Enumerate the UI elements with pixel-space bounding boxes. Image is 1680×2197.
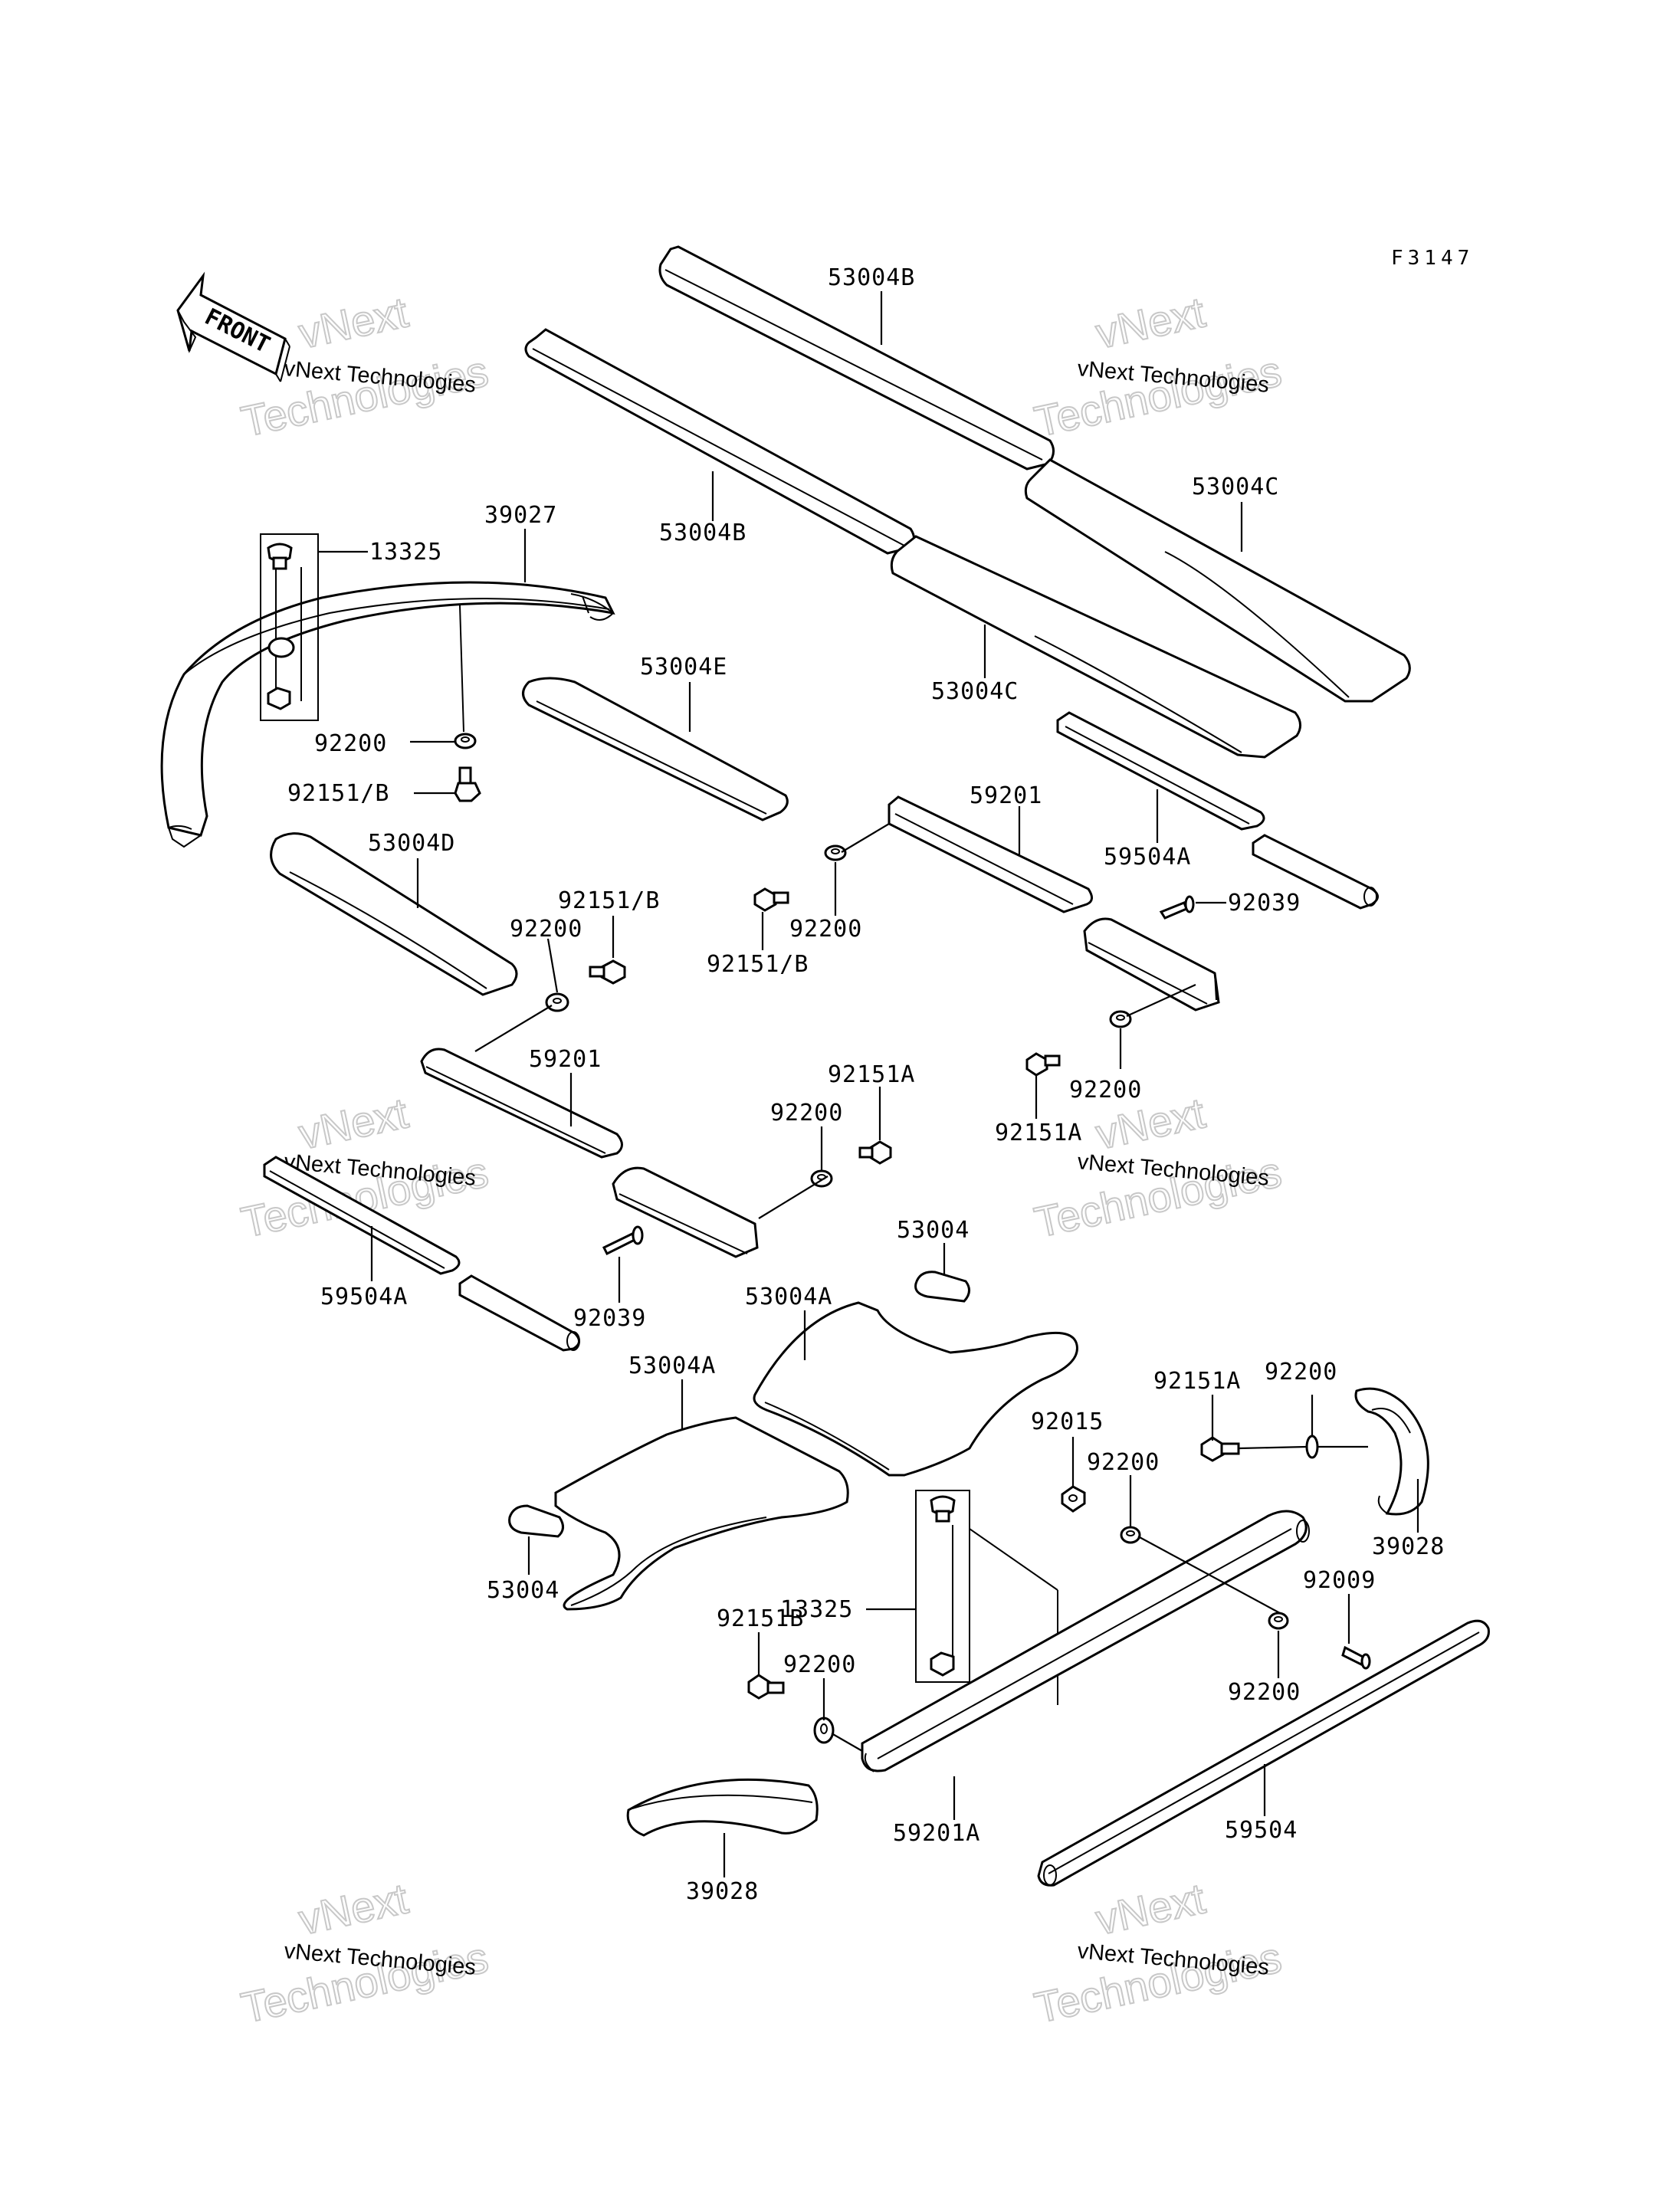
bolt-92151A-c [1200, 1436, 1240, 1462]
washer-92200-h [813, 1717, 835, 1744]
label-53004A-left: 53004A [628, 1353, 716, 1379]
label-92151A-b: 92151A [995, 1120, 1082, 1146]
rail-59201-top-a [888, 795, 1093, 913]
washer-92200-a [454, 605, 477, 749]
bolt-92151A-b [858, 1140, 892, 1165]
cover-39028-bottom [626, 1778, 819, 1837]
fender-39027 [160, 581, 615, 848]
label-92151A-c: 92151A [1153, 1368, 1241, 1395]
washer-92200-c [824, 844, 847, 861]
svg-text:vNext: vNext [294, 1088, 412, 1158]
svg-text:vNext: vNext [1091, 287, 1209, 357]
label-59504A-left: 59504A [320, 1284, 408, 1310]
label-92151B-b: 92151/B [558, 887, 660, 914]
label-53004C-right: 53004C [1192, 474, 1279, 500]
label-92200-a: 92200 [314, 730, 387, 757]
label-53004E: 53004E [640, 654, 727, 680]
screw-92009 [1341, 1645, 1371, 1670]
figure-code: F3147 [1391, 247, 1474, 270]
label-92200-e: 92200 [770, 1100, 843, 1126]
svg-text:vNext: vNext [294, 287, 412, 357]
label-59201-left: 59201 [529, 1046, 602, 1073]
rail-59201-left-a [420, 1048, 623, 1159]
label-59504A-right: 59504A [1104, 844, 1191, 871]
rivet-92039-right [1159, 895, 1195, 920]
label-92151B-a: 92151/B [287, 780, 389, 807]
washer-92200-f [1305, 1435, 1319, 1459]
label-53004-top: 53004 [897, 1217, 970, 1244]
label-92039-right: 92039 [1228, 890, 1301, 917]
label-13325-top: 13325 [369, 539, 442, 566]
label-39028-right: 39028 [1372, 1533, 1445, 1560]
label-92200-g: 92200 [1087, 1449, 1160, 1476]
label-53004A-right: 53004A [745, 1284, 832, 1310]
label-92200-i: 92200 [1228, 1679, 1301, 1706]
washer-92200-d [1109, 1010, 1132, 1028]
bolt-92151B-a [454, 766, 481, 802]
bolt-92151B-b [589, 959, 626, 985]
mat-53004C-mid [890, 535, 1301, 759]
watermark-mid-left: vNext Technologies vNext Technologies [236, 1087, 493, 1247]
watermark-bottom-right: vNext Technologies vNext Technologies [1029, 1873, 1286, 2032]
rail-59504A-right-a [1056, 711, 1265, 831]
label-92015: 92015 [1031, 1408, 1104, 1435]
cover-39028-right [1354, 1387, 1429, 1516]
pad-53004-bottom [508, 1504, 564, 1538]
rail-59504A-right-b [1252, 834, 1379, 910]
rivet-92039-left [602, 1225, 644, 1256]
front-arrow-icon: FRONT [176, 271, 290, 382]
mat-53004B-top [658, 245, 1055, 471]
rail-59201-left-b [612, 1166, 759, 1258]
bolt-92151A-a [1025, 1052, 1061, 1077]
bracket-13325-top [260, 533, 319, 721]
bolt-92151B-d [747, 1674, 785, 1700]
label-53004-bottom: 53004 [487, 1577, 559, 1604]
label-39028-bottom: 39028 [686, 1878, 759, 1905]
label-92151B-c: 92151/B [707, 951, 809, 978]
pad-53004-top [914, 1271, 970, 1303]
watermark-mid-right: vNext Technologies vNext Technologies [1029, 1087, 1286, 1247]
label-92151B-d: 92151B [717, 1605, 804, 1632]
label-59201-top: 59201 [970, 782, 1042, 809]
label-92039-left: 92039 [573, 1305, 646, 1332]
leader-lines [318, 291, 1419, 1877]
label-13325-bottom: 13325 [780, 1596, 853, 1623]
label-92151A-a: 92151A [828, 1061, 915, 1088]
svg-text:vNext: vNext [1091, 1874, 1209, 1943]
label-39027: 39027 [484, 502, 557, 529]
pad-53004D [270, 832, 518, 996]
mat-53004A-right [753, 1301, 1078, 1477]
watermark-top-right: vNext Technologies vNext Technologies [1029, 287, 1286, 446]
label-59504: 59504 [1225, 1817, 1298, 1844]
rail-59201A [861, 1510, 1310, 1772]
label-92009: 92009 [1303, 1567, 1376, 1594]
pad-53004E [522, 677, 789, 821]
bolt-92151B-c [753, 887, 789, 912]
label-53004C-mid: 53004C [931, 678, 1019, 705]
svg-text:vNext: vNext [294, 1874, 412, 1943]
mat-53004A-left [554, 1416, 849, 1611]
label-92200-f: 92200 [1265, 1359, 1337, 1385]
washer-92200-i [1268, 1612, 1289, 1630]
svg-text:Technologies: Technologies [1030, 346, 1285, 446]
mat-53004C-right [1024, 458, 1411, 703]
rail-59504A-left-b [458, 1274, 580, 1352]
rail-59504A-left-a [263, 1156, 461, 1275]
nut-92015 [1061, 1485, 1086, 1513]
label-92200-c: 92200 [789, 916, 862, 943]
watermark-bottom-left: vNext Technologies vNext Technologies [236, 1873, 493, 2032]
label-53004B-top: 53004B [828, 264, 915, 291]
washer-92200-b [545, 992, 569, 1012]
label-92200-h: 92200 [783, 1651, 856, 1678]
rail-59504 [1037, 1619, 1490, 1887]
label-92200-d: 92200 [1069, 1077, 1142, 1103]
washer-92200-g [1120, 1526, 1141, 1544]
label-53004D: 53004D [368, 830, 455, 857]
label-59201A: 59201A [893, 1820, 980, 1847]
rail-59201-top-b [1083, 917, 1220, 1012]
label-92200-b: 92200 [510, 916, 582, 943]
label-53004B-mid: 53004B [659, 520, 746, 546]
